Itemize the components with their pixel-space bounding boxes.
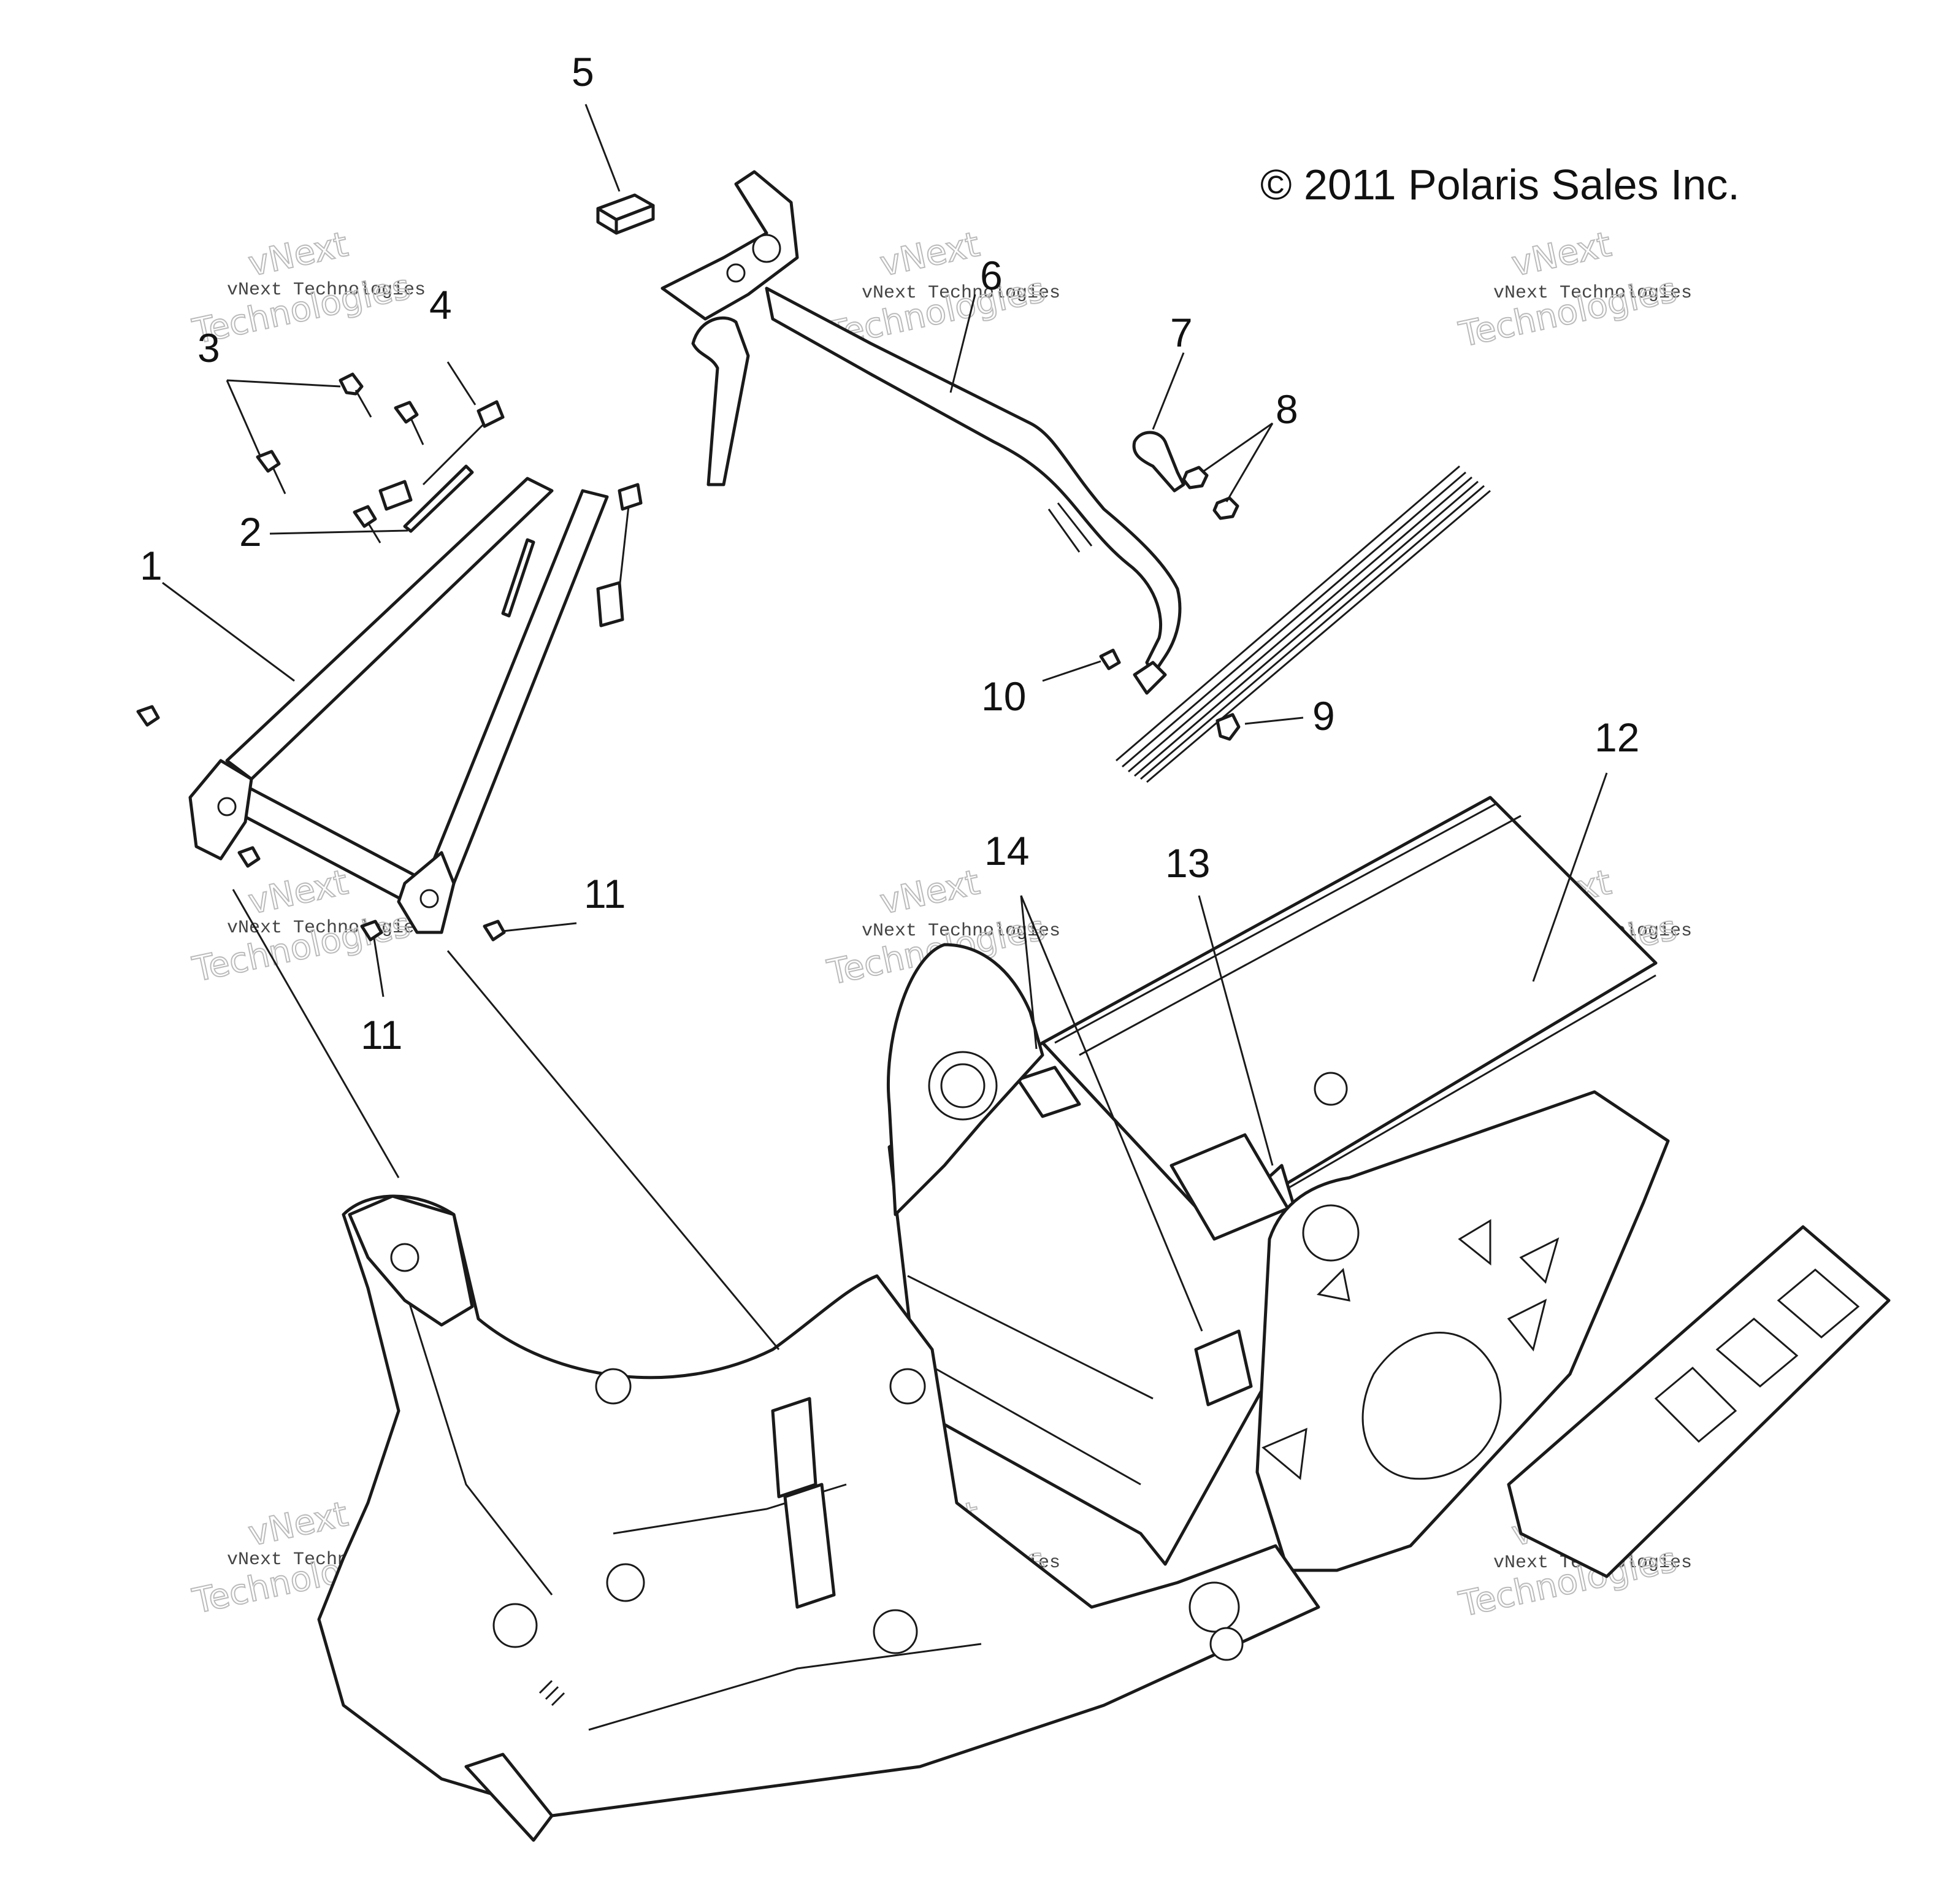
callout-12: 12 xyxy=(1594,715,1639,760)
callout-labels: 1 2 3 4 5 6 7 8 9 10 11 11 12 13 14 xyxy=(140,49,1639,1058)
callout-10: 10 xyxy=(981,674,1026,719)
callout-13: 13 xyxy=(1165,840,1210,886)
part-14-decal-a xyxy=(1016,1065,1081,1118)
callout-2: 2 xyxy=(239,509,262,555)
svg-text:vNext Technologies: vNext Technologies xyxy=(862,921,1060,942)
svg-text:vNext: vNext xyxy=(245,1494,351,1554)
callout-7: 7 xyxy=(1170,310,1193,355)
watermark-top-right: vNext vNext Technologies Technologies xyxy=(1455,224,1692,356)
callout-5: 5 xyxy=(572,49,594,94)
callout-4: 4 xyxy=(429,282,452,328)
part-14-decal-b xyxy=(1194,1329,1253,1407)
callout-1: 1 xyxy=(140,543,163,588)
part-4-harness xyxy=(378,400,643,628)
svg-text:vNext: vNext xyxy=(876,862,983,923)
callout-11-upper: 11 xyxy=(584,871,626,916)
callout-6: 6 xyxy=(980,253,1003,298)
watermark-top-left: vNext vNext Technologies Technologies xyxy=(188,224,426,353)
svg-text:vNext: vNext xyxy=(245,225,351,285)
part-9-fastener xyxy=(1215,713,1241,741)
callout-9: 9 xyxy=(1312,693,1335,739)
svg-text:vNext: vNext xyxy=(245,862,351,923)
part-11-bolts xyxy=(360,919,506,942)
callout-8: 8 xyxy=(1276,386,1298,432)
watermark-top-center: vNext vNext Technologies Technologies xyxy=(823,224,1060,356)
leader-lines xyxy=(162,104,1608,1350)
svg-text:vNext Technologies: vNext Technologies xyxy=(862,283,1060,304)
part-2-rod xyxy=(403,464,535,618)
copyright-notice: © 2011 Polaris Sales Inc. xyxy=(1260,161,1740,209)
part-8-nuts xyxy=(1182,466,1239,520)
callout-14: 14 xyxy=(984,828,1029,873)
callout-11-lower: 11 xyxy=(361,1012,403,1058)
callout-3: 3 xyxy=(197,325,220,370)
chassis-frame xyxy=(317,796,1891,1842)
svg-text:vNext: vNext xyxy=(1508,225,1615,285)
svg-text:vNext: vNext xyxy=(876,225,983,285)
running-board-hatch xyxy=(1116,465,1491,783)
part-10-clip xyxy=(1099,648,1121,670)
svg-text:vNext Technologies: vNext Technologies xyxy=(227,280,426,301)
part-7-clamp xyxy=(1132,431,1185,493)
part-6-steering-post xyxy=(660,170,1182,695)
part-3-bolts xyxy=(136,372,424,868)
svg-text:vNext Technologies: vNext Technologies xyxy=(1493,283,1692,304)
part-1-frame-tubes xyxy=(188,477,609,934)
part-5-block xyxy=(596,193,655,235)
